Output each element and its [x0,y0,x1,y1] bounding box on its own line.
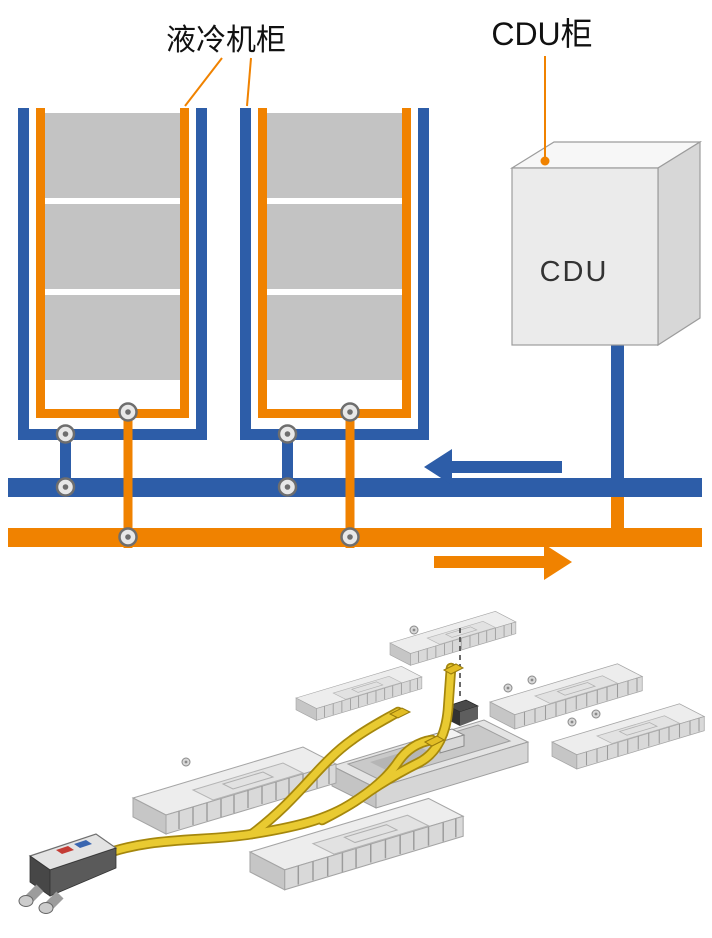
cdu-callout: CDU柜 [491,16,593,166]
liquid-cooling-cable [248,708,402,838]
cable-fitting [388,707,412,719]
cdu-leader-dot-icon [540,156,550,166]
cable-fitting [423,735,446,747]
flow-arrow-left-icon [424,449,562,485]
cdu-supply-pipe [611,340,624,480]
server-module [489,663,643,730]
pipe-coupling-icon [55,477,76,497]
cdu-return-pipe [611,497,624,531]
cable-end-fittings [388,663,465,747]
connector-port-cap [18,895,34,907]
connector-port-cap [38,902,54,914]
screw-icon [591,709,601,719]
liquid-cooling-cable [318,736,436,824]
callout-leader-line [184,57,223,107]
cdu-unit: CDU [509,140,703,347]
supply-pipe-main [8,478,702,497]
screw-icon [181,757,191,767]
connector-red-mark [56,846,74,854]
flow-arrow-right-icon [434,544,572,580]
connector-body [49,847,117,897]
insertion-guide [446,628,480,726]
screw-icon [503,683,513,693]
screw-icon [527,675,537,685]
screw-icon [409,625,419,635]
connector-blue-mark [74,840,92,848]
server-module [551,703,705,770]
cable-fitting [442,663,465,675]
cdu-side-face [657,140,701,347]
callout-leader-line [246,57,252,107]
cabinet-callout: 液冷机柜 [166,24,286,107]
cable-bundle [94,662,457,862]
liquid-cooling-cable [416,664,455,766]
cabinet-callout-label: 液冷机柜 [166,24,286,57]
server-module [389,610,517,666]
cable-connector-plug [18,833,118,914]
cdu-cabinet-callout-label: CDU柜 [491,16,592,52]
server-assembly-illustration [18,610,705,914]
screw-icon [567,717,577,727]
cdu-unit-label: CDU [540,256,609,288]
pipe-coupling-icon [340,527,360,547]
piping-diagram: CDU 液冷机柜 CDU柜 [8,16,703,580]
pipe-coupling-icon [277,477,298,497]
insertion-plug-side [460,706,478,726]
pipe-coupling-icon [118,527,138,547]
cdu-front-face [511,167,659,346]
